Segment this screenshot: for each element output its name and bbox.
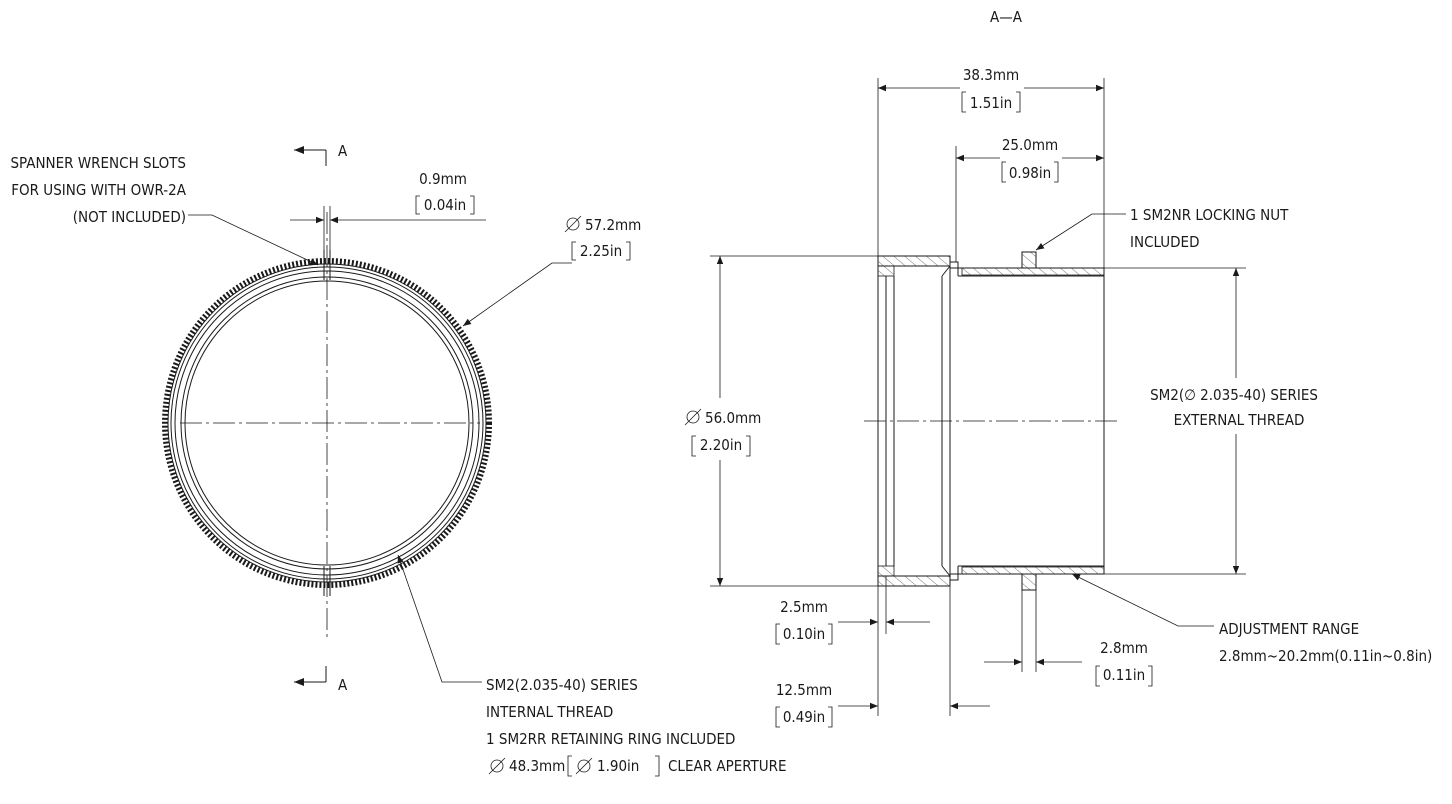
- thread-note-line-1: SM2(2.035-40) SERIES: [486, 676, 638, 694]
- svg-text:2.25in: 2.25in: [580, 242, 622, 260]
- front-view: A A SPANNER WRENCH S: [10, 142, 787, 777]
- svg-text:EXTERNAL THREAD: EXTERNAL THREAD: [1174, 411, 1305, 429]
- adjustment-note-line-2: 2.8mm~20.2mm(0.11in~0.8in): [1219, 647, 1432, 665]
- adjustment-leader: [1071, 573, 1214, 627]
- svg-text:0.49in: 0.49in: [783, 708, 825, 726]
- clear-aperture-note: 48.3mm 1.90in CLEAR APERTURE: [488, 755, 787, 777]
- svg-text:2.8mm: 2.8mm: [1100, 639, 1148, 657]
- svg-text:1.51in: 1.51in: [970, 94, 1012, 112]
- svg-text:56.0mm: 56.0mm: [705, 409, 761, 427]
- section-view: 38.3mm 1.51in 25.0mm 0.98in 1 SM2NR LOCK…: [684, 66, 1432, 728]
- outer-diameter-dimension: 57.2mm 2.25in: [462, 215, 641, 327]
- svg-text:38.3mm: 38.3mm: [963, 66, 1019, 84]
- locking-nut-leader: [1035, 213, 1126, 251]
- svg-text:0.04in: 0.04in: [424, 196, 466, 214]
- overall-length-dimension: 38.3mm 1.51in: [877, 66, 1105, 268]
- svg-text:0.98in: 0.98in: [1009, 164, 1051, 182]
- svg-text:0.11in: 0.11in: [1103, 666, 1145, 684]
- svg-text:SM2(∅ 2.035-40) SERIES: SM2(∅ 2.035-40) SERIES: [1150, 386, 1318, 404]
- slot-width-dimension: 0.9mm 0.04in: [290, 170, 486, 250]
- spanner-note-line-1: SPANNER WRENCH SLOTS: [10, 154, 186, 172]
- spanner-note-line-2: FOR USING WITH OWR-2A: [11, 181, 186, 199]
- housing-length-dimension: 12.5mm 0.49in: [775, 586, 990, 728]
- spanner-slot-top: [323, 250, 331, 280]
- svg-text:2.5mm: 2.5mm: [780, 598, 828, 616]
- section-marker-bottom: A: [294, 666, 348, 694]
- svg-text:A: A: [338, 676, 348, 694]
- tube-length-dimension: 25.0mm 0.98in: [955, 136, 1104, 262]
- spanner-note-line-3: (NOT INCLUDED): [73, 208, 186, 226]
- external-thread-dimension: SM2(∅ 2.035-40) SERIES EXTERNAL THREAD: [1104, 267, 1318, 575]
- svg-text:25.0mm: 25.0mm: [1002, 136, 1058, 154]
- svg-text:48.3mm: 48.3mm: [509, 757, 565, 775]
- nut-thickness-dimension: 2.8mm 0.11in: [984, 590, 1153, 687]
- thread-leader: [397, 554, 482, 683]
- locking-nut-note-line-2: INCLUDED: [1130, 233, 1199, 251]
- spanner-leader: [188, 214, 319, 266]
- thread-note-line-3: 1 SM2RR RETAINING RING INCLUDED: [486, 730, 735, 748]
- svg-text:CLEAR APERTURE: CLEAR APERTURE: [668, 757, 787, 775]
- locking-nut: [1021, 251, 1037, 591]
- svg-text:1.90in: 1.90in: [597, 757, 639, 775]
- section-title: A—A: [990, 8, 1023, 26]
- svg-text:0.10in: 0.10in: [783, 625, 825, 643]
- diameter-symbol: [564, 215, 582, 233]
- thread-note-line-2: INTERNAL THREAD: [486, 703, 613, 721]
- svg-text:57.2mm: 57.2mm: [585, 216, 641, 234]
- svg-text:A: A: [338, 142, 348, 160]
- svg-text:2.20in: 2.20in: [700, 436, 742, 454]
- locking-nut-note-line-1: 1 SM2NR LOCKING NUT: [1130, 206, 1289, 224]
- spanner-slot-bottom: [323, 566, 331, 596]
- adjustment-note-line-1: ADJUSTMENT RANGE: [1219, 620, 1359, 638]
- section-marker-top: A: [294, 142, 348, 166]
- housing-diameter-dimension: 56.0mm 2.20in: [684, 255, 878, 587]
- svg-text:0.9mm: 0.9mm: [419, 170, 467, 188]
- ring-thickness-dimension: 2.5mm 0.10in: [775, 576, 930, 716]
- svg-text:12.5mm: 12.5mm: [776, 681, 832, 699]
